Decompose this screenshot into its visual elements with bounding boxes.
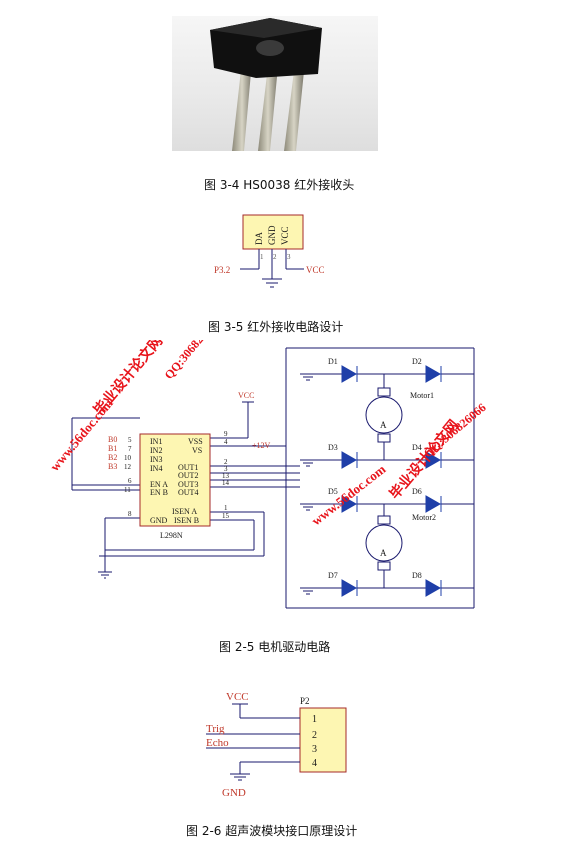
svg-text:3: 3 [224,465,228,473]
d8-label: D8 [412,571,422,580]
svg-text:4: 4 [224,438,228,446]
figure-2-6-caption: 图 2-6 超声波模块接口原理设计 [186,824,358,838]
svg-text:9: 9 [224,430,228,438]
pin-number-2: 2 [273,253,277,261]
figure-3-5-caption: 图 3-5 红外接收电路设计 [208,320,344,334]
vcc-signal: VCC [226,691,249,703]
d7-label: D7 [328,571,338,580]
connector-pin-2: 2 [312,730,317,741]
svg-text:1: 1 [224,504,228,512]
d5-label: D5 [328,487,338,496]
l298n-pin-numbers: 5 7 10 12 6 11 8 9 4 2 3 13 14 1 15 [124,430,230,520]
l298n-pin-names: IN1 IN2 IN3 IN4 EN A EN B GND VSS VS OUT… [150,437,203,540]
pin-da-label: DA [254,232,264,245]
ground-symbols [300,373,316,595]
pin-out2: OUT2 [178,471,198,480]
pin-gnd: GND [150,516,168,525]
connector-p2 [299,707,347,773]
ir-receiver-body [242,214,304,250]
diode-d8 [425,579,442,597]
motor-2-glyph: A [380,548,387,558]
svg-text:7: 7 [128,445,132,453]
pin-in4: IN4 [150,464,162,473]
diode-d7 [341,579,358,597]
pin-in2: IN2 [150,446,162,455]
pin-out3: OUT3 [178,480,198,489]
d1-label: D1 [328,357,338,366]
svg-text:13: 13 [222,472,230,480]
pin-isenb: ISEN B [174,516,199,525]
v12-net-label: +12V [252,441,271,450]
svg-text:B0: B0 [108,435,117,444]
motor-driver-circuit: D1 D2 D3 D4 D5 D6 D7 D8 A Motor1 A Motor… [47,340,489,609]
svg-text:B3: B3 [108,462,117,471]
connector-pin-1: 1 [312,714,317,725]
pin-gnd-label: GND [267,225,277,245]
pin-number-1: 1 [260,253,264,261]
pin-out1: OUT1 [178,463,198,472]
motor-1-glyph: A [380,420,387,430]
diode-d5 [341,495,358,513]
vcc-net-label: VCC [238,391,254,400]
diode-d3 [341,451,358,469]
figure-3-4-caption: 图 3-4 HS0038 红外接收头 [204,178,355,192]
pin-number-3: 3 [287,253,291,261]
svg-text:QQ:306826066: QQ:306826066 [162,340,222,382]
vcc-label: VCC [306,265,325,275]
svg-text:www.56doc.com: www.56doc.com [309,461,389,528]
svg-text:B1: B1 [108,444,117,453]
svg-text:14: 14 [222,479,230,487]
svg-text:B2: B2 [108,453,117,462]
l298n-chip [139,433,211,527]
svg-text:6: 6 [128,477,132,485]
motor-1-label: Motor1 [410,391,434,400]
p32-label: P3.2 [214,265,230,275]
diode-d1 [341,365,358,383]
circuit-wires [71,347,475,609]
svg-text:8: 8 [128,510,132,518]
pin-in3: IN3 [150,455,162,464]
svg-text:10: 10 [124,454,132,462]
svg-text:5: 5 [128,436,132,444]
trig-signal: Trig [206,723,225,735]
diodes [341,365,442,597]
d6-label: D6 [412,487,422,496]
svg-text:15: 15 [222,512,230,520]
svg-text:毕业设计论文网: 毕业设计论文网 [90,340,166,419]
l298n-net-labels: B0 B1 B2 B3 [108,435,117,471]
d3-label: D3 [328,443,338,452]
diode-d4 [425,451,442,469]
motor-2: A Motor2 [365,513,436,571]
connector-label: P2 [300,696,310,706]
svg-text:2: 2 [224,458,228,466]
svg-text:11: 11 [124,486,131,494]
motor-1: A Motor1 [365,387,434,443]
connector-pin-4: 4 [312,758,317,769]
pin-vs: VS [192,446,202,455]
chip-name: L298N [160,531,183,540]
gnd-signal: GND [222,787,246,799]
connector-pin-3: 3 [312,744,317,755]
figure-2-5-caption: 图 2-5 电机驱动电路 [219,640,331,654]
pin-vcc-label: VCC [280,226,290,245]
echo-signal: Echo [206,737,229,749]
pin-in1: IN1 [150,437,162,446]
pin-enb: EN B [150,488,168,497]
d2-label: D2 [412,357,422,366]
ir-receiver-photo [172,16,378,151]
motor-2-label: Motor2 [412,513,436,522]
pin-vss: VSS [188,437,203,446]
pin-isena: ISEN A [172,507,197,516]
svg-text:12: 12 [124,463,132,471]
ir-receiver-circuit: DA GND VCC 1 2 3 P3.2 VCC [214,214,325,288]
ultrasonic-interface-circuit: P2 1 2 3 4 VCC Trig Echo GND [206,691,347,799]
pin-out4: OUT4 [178,488,198,497]
pin-ena: EN A [150,480,168,489]
diode-d2 [425,365,442,383]
diode-d6 [425,495,442,513]
svg-text:QQ:306826066: QQ:306826066 [421,400,489,460]
d4-label: D4 [412,443,422,452]
